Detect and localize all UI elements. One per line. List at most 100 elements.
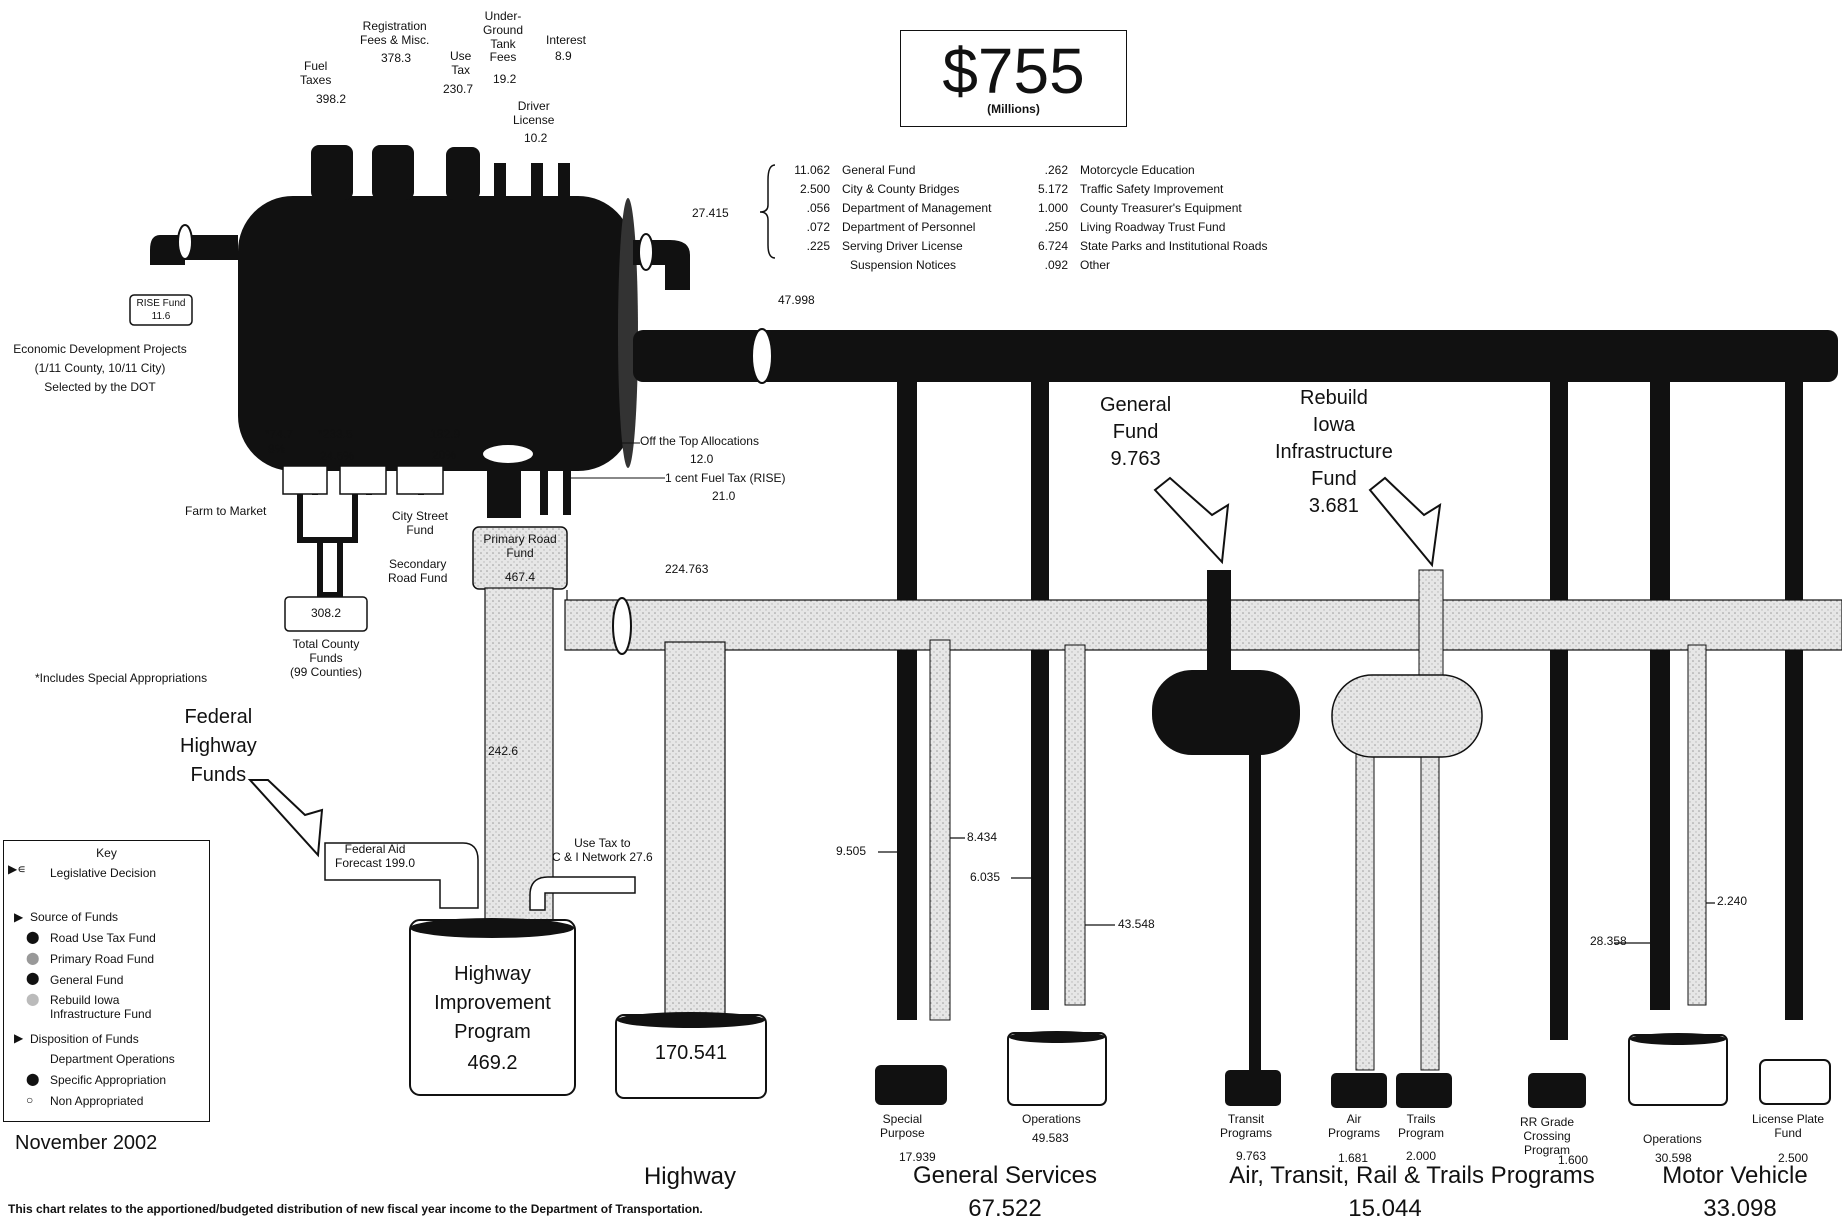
gs-value-3: 6.035 [970,870,1001,884]
top-allocations-value: 12.0 [690,452,714,466]
federal-aid-label: Federal Aid Forecast 199.0 [335,842,416,870]
license-plate-pipe [1785,380,1803,1020]
key-specific: Specific Appropriation [50,1073,167,1087]
underground-pipe [494,163,506,200]
city-value: 182.9 [430,427,461,441]
footer-note: This chart relates to the apportioned/bu… [8,1202,703,1216]
total-county-value: 308.2 [310,606,342,620]
farm-to-market-label: Farm to Market [185,504,267,518]
mv-operations-label: Operations [1643,1132,1702,1146]
total-budget-box: $755 (Millions) [900,30,1127,127]
key-disposition: Disposition of Funds [30,1032,139,1046]
rebuild-tank [1331,674,1483,758]
gs-operations-label: Operations [1022,1112,1081,1126]
general-fund-injection-label: General Fund 9.763 [1100,394,1172,470]
rise-tax-value: 21.0 [712,489,736,503]
gs-section-title: General Services [912,1162,1098,1189]
key-general: General Fund [50,973,124,987]
federal-aid-pipe [324,842,479,909]
highway-section-title: Highway [643,1163,737,1190]
mv-operations-value: 30.598 [1655,1151,1692,1165]
license-plate-value: 2.500 [1778,1151,1809,1165]
road-use-tax-tank [238,196,633,471]
other-highway-pipe [664,641,726,1018]
city-street-label: City Street Fund [392,509,449,537]
transit-value: 9.763 [1236,1149,1267,1163]
registration-value: 378.3 [381,51,412,65]
empty-circle-icon: ○ [26,1093,34,1107]
use-tax-pipe [446,147,480,200]
rebuild-injection-pipe [1418,569,1444,691]
special-purpose-label: Special Purpose [880,1112,925,1140]
farm-pct: 8% [268,442,286,456]
main-valve-value: 47.998 [778,293,815,307]
rise-pipe [150,235,238,265]
secondary-road-label: Secondary Road Fund [388,557,448,585]
rise-fund-label: RISE Fund [136,298,186,309]
main-horizontal-pipe [633,330,1838,382]
mv-grey-pipe [1687,644,1707,1006]
driver-license-pipe [531,163,543,200]
primary-horizontal-pipe [564,599,1842,651]
air-section-total: 15.044 [1348,1195,1422,1222]
rr-grade-tank [1528,1073,1586,1108]
rise-fund-value: 11.6 [151,311,171,322]
key-primary: Primary Road Fund [50,952,155,966]
rise-tax-label: 1 cent Fuel Tax (RISE) [665,471,786,485]
gs-special-pipe [897,380,917,1020]
underground-label: Under- Ground Tank Fees [483,9,524,65]
key-non: Non Appropriated [50,1094,144,1108]
highway-program-label: Highway Improvement Program [434,963,551,1043]
city-pct: 20% [432,448,457,462]
rebuild-injection-label: Rebuild Iowa Infrastructure Fund 3.681 [1275,387,1393,517]
rr-grade-pipe [1550,380,1568,1040]
economic-line-2: (1/11 County, 10/11 City) [34,361,166,375]
gs-value-1: 9.505 [836,844,867,858]
gs-grey-pipe-2 [1064,644,1086,1006]
use-tax-value: 230.7 [443,82,474,96]
farm-value: *74.7 [265,427,294,441]
mv-section-title: Motor Vehicle [1662,1162,1808,1189]
federal-highway-label: Federal Highway Funds [180,706,257,786]
filled-circle-icon: ⬤ [26,1072,40,1086]
trails-label: Trails Program [1398,1112,1445,1140]
economic-line-3: Selected by the DOT [44,380,156,394]
total-amount: $755 [942,35,1085,107]
grey-dot-icon: ⬤ [26,951,40,965]
use-tax-label: Use Tax [450,49,472,77]
gs-section-total: 67.522 [968,1195,1042,1222]
valve-icon: ▶∊ [8,862,26,876]
mv-section-total: 33.098 [1703,1195,1777,1222]
registration-pipe [372,145,414,200]
light-dot-icon: ⬤ [26,992,40,1006]
interest-pipe [558,163,570,200]
fuel-taxes-label: Fuel Taxes [300,59,332,87]
special-purpose-tank [875,1065,947,1105]
farm-to-market-box [282,465,328,495]
primary-valve-value: 224.763 [665,562,709,576]
mv-operations-pipe [1650,380,1670,1010]
driver-license-label: Driver License [513,99,555,127]
secondary-value: *233.5 [318,427,353,441]
interest-value: 8.9 [555,49,572,63]
transit-tank [1225,1070,1281,1106]
fuel-tax-pipe [311,145,353,200]
primary-down-pipe [484,587,554,929]
transit-label: Transit Programs [1220,1112,1273,1140]
key-legislative: Legislative Decision [50,866,157,880]
other-highway-value: 170.541 [654,1042,728,1064]
rr-grade-label: RR Grade Crossing Program [1520,1115,1575,1157]
footer-date: November 2002 [15,1132,158,1154]
air-tank [1331,1073,1387,1108]
rebuild-arrow [1368,476,1442,568]
total-county-box [284,596,368,632]
air-value: 1.681 [1338,1151,1369,1165]
trails-tank [1396,1073,1452,1108]
